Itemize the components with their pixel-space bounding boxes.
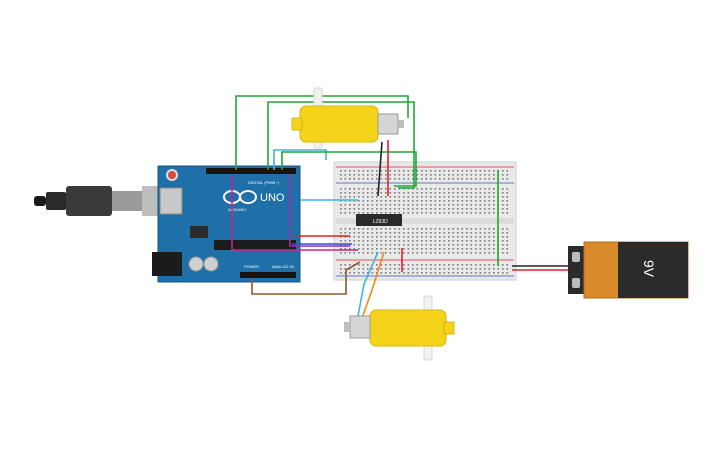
reset-button <box>166 169 178 181</box>
capacitor-1 <box>188 256 204 272</box>
brand-label: ARDUINO <box>228 207 246 212</box>
regulator <box>190 226 208 238</box>
usb-cable <box>34 186 164 216</box>
power-jack <box>152 252 182 276</box>
driver-ic: L293D <box>356 214 402 226</box>
dc-motor-top <box>291 87 404 149</box>
wires <box>231 95 574 319</box>
arduino-board: UNO ARDUINO DIGITAL (PWM~) POWER ANALOG … <box>152 165 301 283</box>
power-label: POWER <box>244 264 259 269</box>
capacitor-2 <box>203 256 219 272</box>
battery-9v: 9V <box>568 241 689 299</box>
atmega-chip <box>214 240 296 250</box>
analog-header <box>240 272 296 278</box>
board-model-label: UNO <box>260 192 285 204</box>
digital-header <box>206 168 296 174</box>
dc-motor-bottom <box>344 295 455 361</box>
breadboard-holes <box>340 170 509 274</box>
digital-label: DIGITAL (PWM~) <box>248 180 280 185</box>
usb-port <box>159 187 183 215</box>
battery-label: 9V <box>641 260 657 278</box>
analog-label: ANALOG IN <box>272 264 294 269</box>
driver-ic-label: L293D <box>373 219 388 225</box>
